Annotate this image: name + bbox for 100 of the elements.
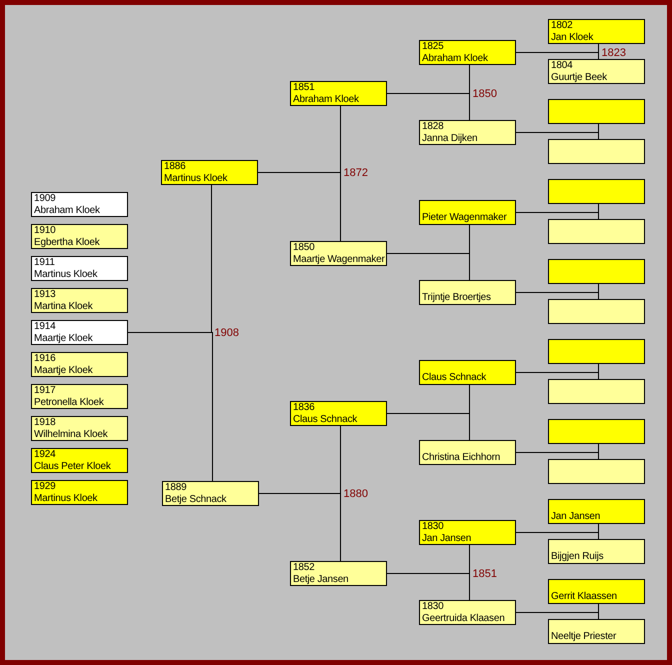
birth-year: 1924 <box>34 449 56 460</box>
birth-year: 1910 <box>34 225 56 236</box>
connector-line <box>516 52 599 60</box>
edge-label: 1908 <box>214 326 240 338</box>
empty-person-box <box>548 379 645 404</box>
person-box <box>419 200 516 225</box>
person-name: Wilhelmina Kloek <box>34 428 109 440</box>
birth-year: 1914 <box>34 321 56 332</box>
connector-line <box>516 452 599 460</box>
connector-line <box>516 212 599 220</box>
person-name: Pieter Wagenmaker <box>422 212 508 223</box>
person-box <box>548 619 645 644</box>
person-name: Claus Schnack <box>293 414 358 425</box>
person-box <box>419 280 516 305</box>
person-box <box>419 600 516 625</box>
person-box <box>419 120 516 145</box>
person-name: Maartje Kloek <box>34 332 94 344</box>
birth-year: 1852 <box>293 562 316 574</box>
birth-year: 1830 <box>422 601 444 612</box>
edge-label: 1872 <box>342 166 369 178</box>
person-box <box>548 579 645 604</box>
person-box <box>548 499 645 524</box>
person-name: Janna Dijken <box>422 132 478 144</box>
empty-person-box <box>548 219 645 244</box>
person-name: Petronella Kloek <box>34 396 105 408</box>
birth-year: 1836 <box>293 402 316 414</box>
person-box <box>548 59 645 84</box>
birth-year: 1918 <box>34 417 56 428</box>
connector-line <box>386 413 470 440</box>
person-name: Jan Jansen <box>422 532 472 544</box>
person-box <box>31 448 128 473</box>
person-box <box>419 440 516 465</box>
connector-line <box>258 172 341 242</box>
person-box <box>161 160 258 185</box>
person-box <box>419 40 516 65</box>
empty-person-box <box>548 339 645 364</box>
connector-line <box>386 93 470 120</box>
edge-label: 1823 <box>600 46 627 58</box>
birth-year: 1917 <box>34 385 56 396</box>
person-name: Abraham Kloek <box>422 52 489 64</box>
person-box <box>31 192 128 217</box>
edge-label: 1880 <box>342 488 369 500</box>
person-name: Martina Kloek <box>34 300 94 312</box>
person-box <box>548 19 645 44</box>
connector-line <box>386 573 470 600</box>
person-name: Maartje Kloek <box>34 364 94 376</box>
person-name: Christina Eichhorn <box>422 452 502 463</box>
birth-year: 1825 <box>422 41 444 52</box>
person-name: Jan Kloek <box>551 32 594 43</box>
birth-year: 1911 <box>34 257 56 268</box>
connector-line <box>516 292 599 300</box>
edge-label: 1851 <box>472 568 498 580</box>
person-name: Egbertha Kloek <box>34 236 101 248</box>
birth-year: 1886 <box>164 161 186 172</box>
person-name: Gerrit Klaassen <box>551 590 618 602</box>
person-box <box>31 352 128 377</box>
person-name: Geertruida Klaasen <box>422 612 506 624</box>
person-box <box>290 81 387 106</box>
birth-year: 1804 <box>551 60 574 72</box>
empty-person-box <box>548 99 645 124</box>
empty-person-box <box>548 179 645 204</box>
person-box <box>290 561 387 586</box>
person-name: Abraham Kloek <box>293 94 360 105</box>
person-name: Maartje Wagenmaker <box>293 254 384 265</box>
connector-line <box>516 612 599 620</box>
birth-year: 1802 <box>551 20 574 32</box>
birth-year: 1913 <box>34 289 56 300</box>
birth-year: 1909 <box>34 193 56 204</box>
person-name: Trijntje Broertjes <box>422 292 492 303</box>
person-name: Bijgjen Ruijs <box>551 550 604 562</box>
person-name: Claus Peter Kloek <box>34 460 112 472</box>
person-box <box>31 384 128 409</box>
empty-person-box <box>548 259 645 284</box>
person-name: Martinus Kloek <box>34 268 98 280</box>
person-box <box>31 320 128 345</box>
connector-line <box>516 372 599 380</box>
person-box <box>31 416 128 441</box>
person-name: Neeltje Priester <box>551 630 618 642</box>
birth-year: 1830 <box>422 521 444 532</box>
person-name: Guurtje Beek <box>551 72 608 83</box>
birth-year: 1851 <box>293 82 316 94</box>
person-name: Betje Jansen <box>293 574 350 585</box>
person-name: Betje Schnack <box>165 494 228 505</box>
person-box <box>419 360 516 385</box>
person-box <box>290 401 387 426</box>
empty-person-box <box>548 419 645 444</box>
empty-person-box <box>548 139 645 164</box>
empty-person-box <box>548 459 645 484</box>
person-box <box>31 480 128 505</box>
connector-line <box>516 532 599 540</box>
person-box <box>290 241 387 266</box>
birth-year: 1889 <box>165 482 188 494</box>
birth-year: 1916 <box>34 353 56 364</box>
person-box <box>31 224 128 249</box>
connector-line <box>128 332 213 482</box>
person-name: Jan Jansen <box>551 510 602 522</box>
person-name: Claus Schnack <box>422 372 488 383</box>
empty-person-box <box>548 299 645 324</box>
person-box <box>162 481 259 506</box>
birth-year: 1929 <box>34 481 56 492</box>
